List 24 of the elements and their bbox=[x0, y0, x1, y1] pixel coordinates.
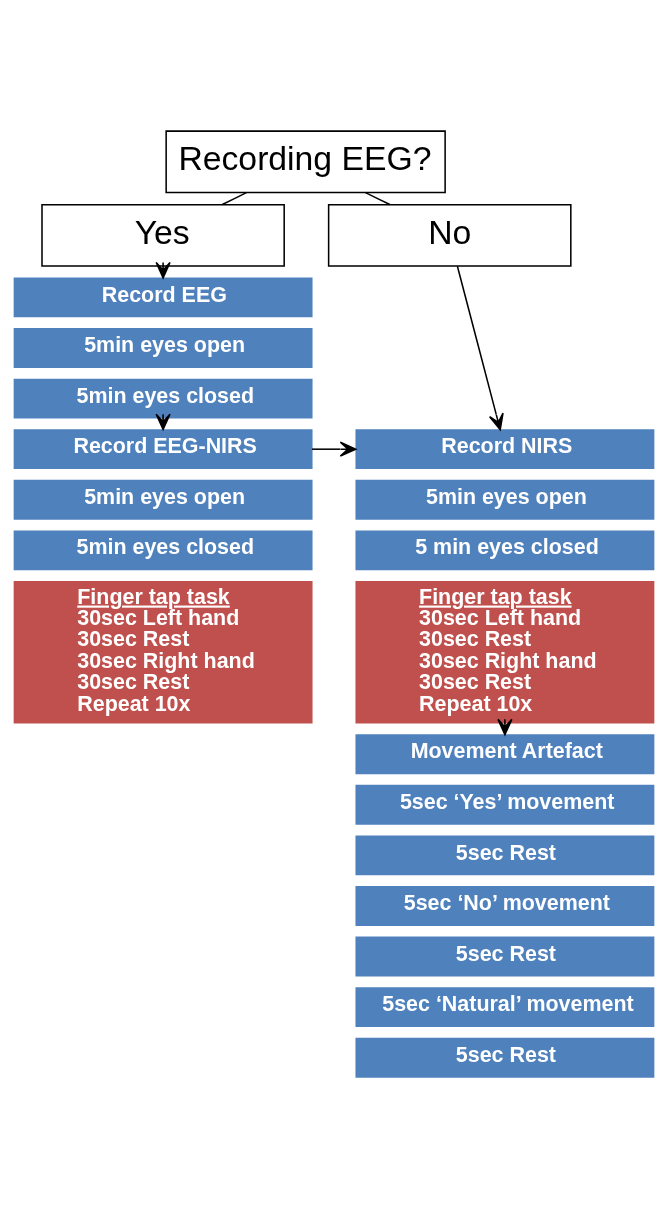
arrow bbox=[155, 412, 171, 430]
node-box: 5sec Rest bbox=[355, 1037, 655, 1078]
node-box: 5min eyes open bbox=[13, 327, 313, 368]
node-box: 5sec Rest bbox=[355, 936, 655, 976]
arrow bbox=[155, 261, 171, 279]
node-box: 5min eyes closed bbox=[13, 529, 313, 570]
node-box: Finger tap task 30sec Left hand 30sec Rest 30sec Right hand 30sec Rest Repeat 10x bbox=[13, 580, 313, 724]
connector bbox=[221, 191, 248, 205]
node-box: Record NIRS bbox=[355, 428, 655, 469]
node-box: 5min eyes open bbox=[355, 479, 655, 520]
arrow bbox=[311, 441, 357, 457]
node-box: 5sec ‘No’ movement bbox=[355, 885, 655, 926]
node-box: Record EEG-NIRS bbox=[13, 428, 313, 469]
node-box: Movement Artefact bbox=[355, 733, 655, 774]
node-box: Recording EEG? bbox=[165, 129, 446, 193]
node-box: 5sec ‘Natural’ movement bbox=[355, 986, 655, 1027]
arrow bbox=[456, 264, 504, 430]
node-box: 5 min eyes closed bbox=[355, 529, 655, 570]
node-box: 5sec ‘Yes’ movement bbox=[355, 784, 655, 825]
connector bbox=[364, 191, 391, 205]
node-box: No bbox=[327, 203, 572, 267]
node-box: 5sec Rest bbox=[355, 834, 655, 875]
node-box: 5min eyes open bbox=[13, 479, 313, 520]
node-box: Record EEG bbox=[13, 277, 313, 317]
